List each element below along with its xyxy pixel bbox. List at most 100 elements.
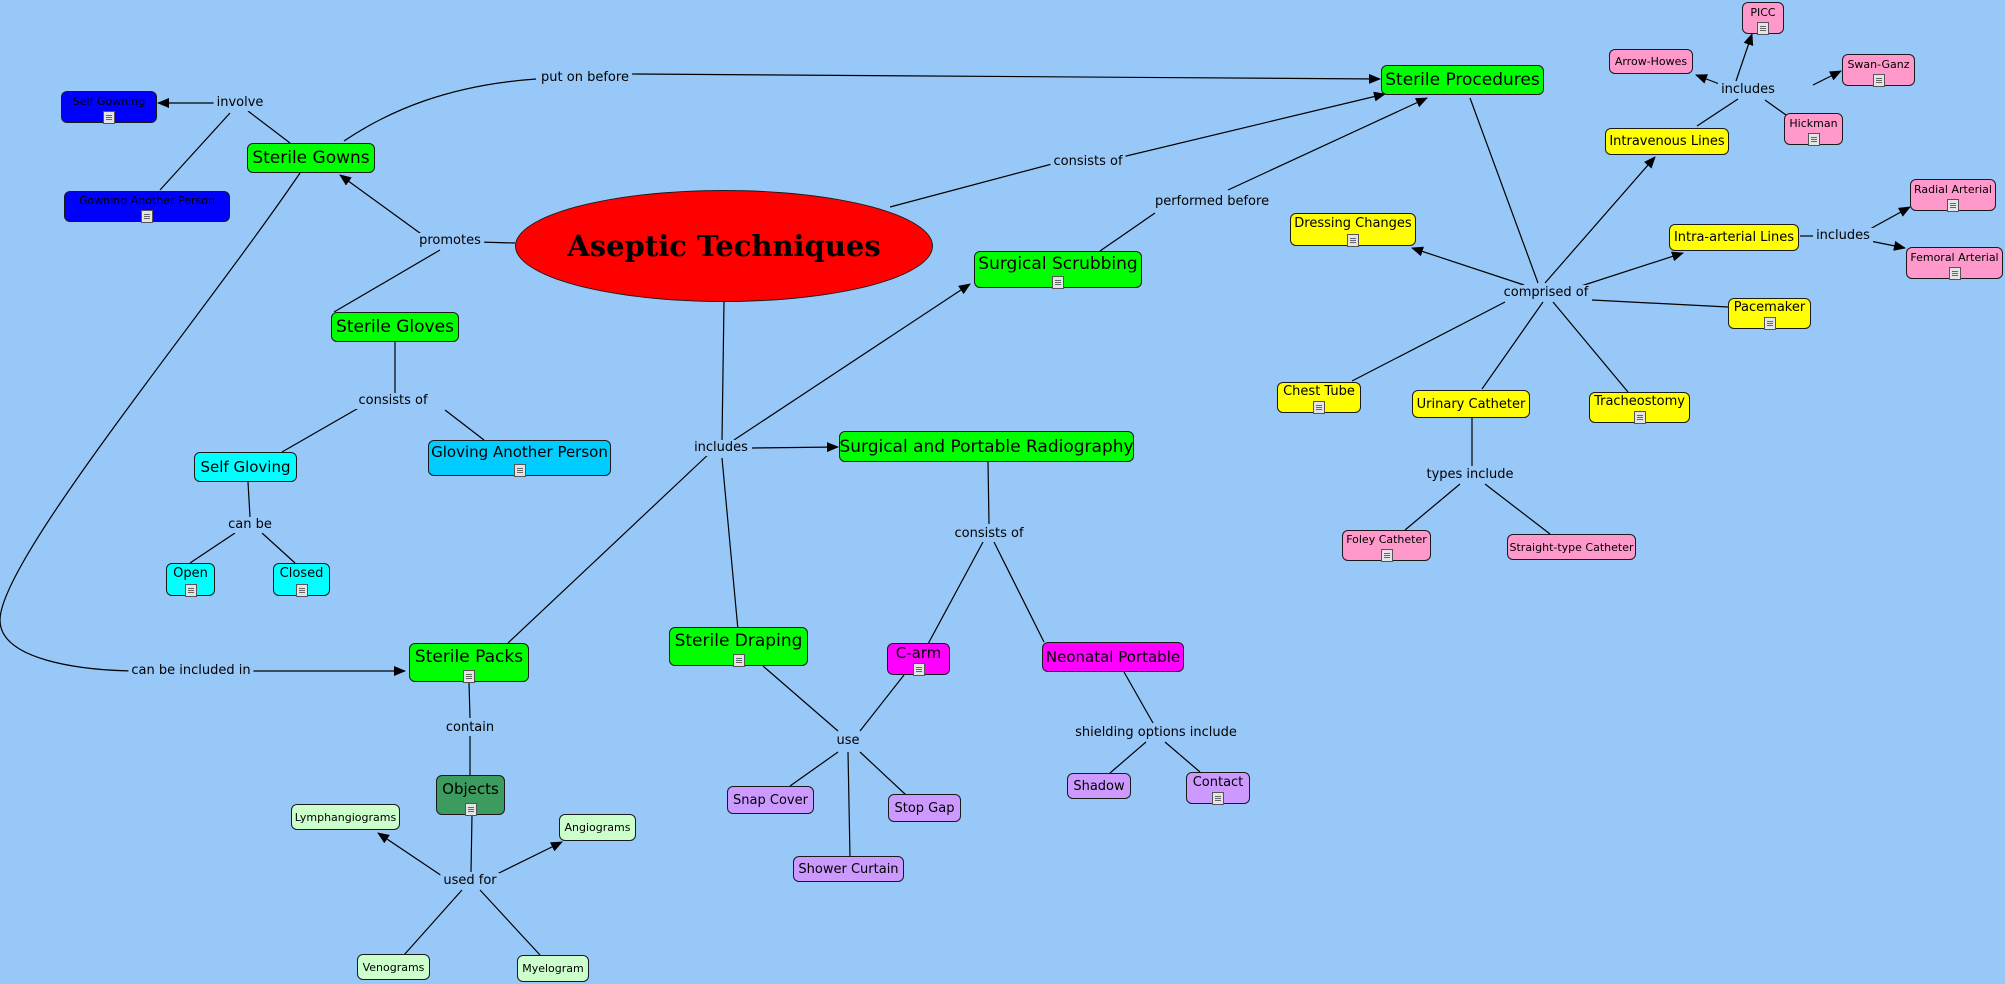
document-icon[interactable] — [295, 584, 308, 597]
document-icon[interactable] — [1872, 74, 1885, 87]
document-icon[interactable] — [1380, 549, 1393, 562]
link-includes-swan — [1812, 70, 1842, 86]
link-canbe-closed — [261, 532, 296, 564]
node-c-arm[interactable]: C-arm — [887, 643, 950, 676]
node-self-gowning[interactable]: Self Gowning — [61, 91, 157, 124]
link-consists-procedures — [1121, 91, 1386, 158]
document-icon[interactable] — [141, 210, 153, 223]
document-icon[interactable] — [1212, 792, 1224, 805]
document-icon[interactable] — [464, 803, 477, 816]
node-picc[interactable]: PICC — [1742, 2, 1784, 35]
node-open[interactable]: Open — [166, 563, 215, 597]
document-icon[interactable] — [1633, 411, 1646, 424]
link-comprised-iv — [1544, 156, 1656, 284]
link-draping-use — [762, 665, 839, 732]
node-sterile-procedures[interactable]: Sterile Procedures — [1381, 65, 1544, 95]
document-icon[interactable] — [1313, 401, 1325, 414]
node-closed[interactable]: Closed — [273, 563, 330, 597]
node-gowning-another-person[interactable]: Gowning Another Person — [64, 191, 230, 223]
node-sterile-gloves[interactable]: Sterile Gloves — [331, 312, 459, 342]
link-label-includes-main: includes — [691, 440, 751, 456]
node-shower-curtain[interactable]: Shower Curtain — [793, 856, 904, 882]
document-icon[interactable] — [103, 111, 115, 124]
node-gloving-another-person[interactable]: Gloving Another Person — [428, 440, 611, 477]
node-lymphangiograms[interactable]: Lymphangiograms — [291, 804, 400, 830]
link-selfgloving-canbe — [247, 481, 251, 518]
node-myelogram[interactable]: Myelogram — [517, 955, 589, 982]
node-arrow-howes[interactable]: Arrow-Howes — [1609, 49, 1693, 74]
node-hickman[interactable]: Hickman — [1784, 113, 1843, 146]
link-comprised-trach — [1552, 301, 1629, 393]
document-icon[interactable] — [1948, 267, 1961, 280]
node-intravenous-lines[interactable]: Intravenous Lines — [1605, 128, 1729, 155]
link-use-shower — [847, 751, 851, 858]
link-scrubbing-performed — [1099, 212, 1156, 252]
document-icon[interactable] — [732, 654, 745, 667]
node-contact[interactable]: Contact — [1186, 772, 1250, 805]
link-includes-hickman — [1764, 99, 1787, 116]
node-shadow[interactable]: Shadow — [1067, 773, 1131, 799]
link-includes-radiography — [751, 442, 839, 453]
node-self-gloving[interactable]: Self Gloving — [194, 452, 297, 482]
link-usedfor-veno — [403, 889, 463, 956]
node-objects[interactable]: Objects — [436, 775, 505, 816]
link-label-promotes: promotes — [416, 233, 484, 249]
link-center-promotes — [477, 241, 516, 244]
link-objects-usedfor — [470, 814, 473, 873]
link-label-consists-of-radiography: consists of — [951, 526, 1027, 542]
document-icon[interactable] — [1347, 234, 1359, 247]
link-label-performed-before: performed before — [1151, 194, 1273, 210]
link-radiography-consists — [987, 461, 990, 525]
document-icon[interactable] — [184, 584, 197, 597]
node-surgical-portable-radiography[interactable]: Surgical and Portable Radiography — [839, 431, 1134, 462]
document-icon[interactable] — [912, 663, 925, 676]
link-shielding-shadow — [1109, 741, 1147, 774]
node-sterile-gowns[interactable]: Sterile Gowns — [247, 143, 375, 173]
link-includes-scrubbing — [733, 283, 971, 441]
node-swan-ganz[interactable]: Swan-Ganz — [1842, 54, 1915, 87]
node-femoral-arterial[interactable]: Femoral Arterial — [1906, 247, 2003, 280]
document-icon[interactable] — [463, 670, 475, 683]
link-usedfor-angio — [494, 841, 563, 876]
node-tracheostomy[interactable]: Tracheostomy — [1589, 392, 1690, 424]
link-consists-neonatal — [993, 541, 1045, 643]
link-consists-carm — [927, 541, 984, 645]
document-icon[interactable] — [1763, 317, 1776, 330]
central-concept-node[interactable]: Aseptic Techniques — [515, 190, 933, 302]
node-urinary-catheter[interactable]: Urinary Catheter — [1412, 390, 1530, 418]
link-use-snap — [789, 751, 839, 787]
document-icon[interactable] — [1052, 276, 1064, 289]
link-label-put-on-before: put on before — [538, 70, 632, 86]
link-comprised-urinary — [1481, 301, 1544, 390]
node-straight-type-catheter[interactable]: Straight-type Catheter — [1507, 534, 1636, 560]
document-icon[interactable] — [1807, 133, 1820, 146]
node-pacemaker[interactable]: Pacemaker — [1728, 298, 1811, 330]
node-radial-arterial[interactable]: Radial Arterial — [1910, 179, 1996, 212]
node-dressing-changes[interactable]: Dressing Changes — [1290, 213, 1416, 247]
link-types-foley — [1404, 483, 1461, 531]
node-intra-arterial-lines[interactable]: Intra-arterial Lines — [1669, 224, 1799, 251]
link-gowns-involve — [247, 110, 291, 144]
link-label-contain: contain — [442, 720, 498, 736]
link-puton-procedures — [629, 73, 1381, 84]
link-types-straight — [1484, 483, 1551, 535]
link-center-includes — [721, 301, 725, 441]
document-icon[interactable] — [513, 464, 526, 477]
node-sterile-draping[interactable]: Sterile Draping — [669, 627, 808, 667]
node-stop-gap[interactable]: Stop Gap — [888, 794, 961, 822]
document-icon[interactable] — [1757, 22, 1769, 35]
node-snap-cover[interactable]: Snap Cover — [727, 786, 814, 814]
link-includes-draping — [721, 457, 739, 631]
node-venograms[interactable]: Venograms — [357, 954, 430, 980]
document-icon[interactable] — [1947, 199, 1959, 212]
node-chest-tube[interactable]: Chest Tube — [1277, 382, 1361, 414]
node-surgical-scrubbing[interactable]: Surgical Scrubbing — [974, 251, 1142, 289]
node-neonatal-portable[interactable]: Neonatal Portable — [1042, 642, 1184, 672]
link-label-can-be: can be — [225, 517, 275, 533]
node-angiograms[interactable]: Angiograms — [559, 814, 636, 841]
link-usedfor-myelo — [479, 889, 541, 956]
link-consists-selfgloving — [281, 405, 363, 453]
link-use-stopgap — [859, 751, 907, 796]
node-foley-catheter[interactable]: Foley Catheter — [1342, 530, 1431, 562]
node-sterile-packs[interactable]: Sterile Packs — [409, 643, 529, 683]
